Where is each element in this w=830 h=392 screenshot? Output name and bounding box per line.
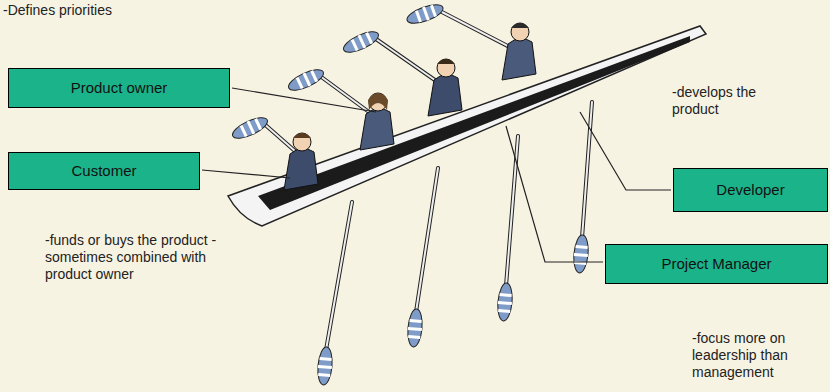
role-name: Customer: [71, 162, 136, 180]
boat-interior: [258, 36, 690, 210]
role-box: Product owner: [8, 68, 230, 108]
role-name: Developer: [716, 181, 784, 199]
role-box: Customer: [8, 152, 200, 190]
role-note: -Defines priorities: [3, 2, 203, 19]
role-box: Project Manager: [605, 244, 828, 284]
role-note: -funds or buys the product -sometimes co…: [45, 232, 235, 283]
role-name: Product owner: [71, 79, 168, 97]
role-box: Developer: [673, 168, 828, 212]
rowers: [284, 23, 536, 190]
leader-lines: [202, 88, 671, 262]
role-note: -develops the product: [672, 84, 790, 118]
lower-oars: [326, 102, 592, 350]
role-note: -focus more on leadership than managemen…: [692, 330, 820, 381]
boat-hull: [228, 26, 706, 226]
role-name: Project Manager: [661, 255, 771, 273]
